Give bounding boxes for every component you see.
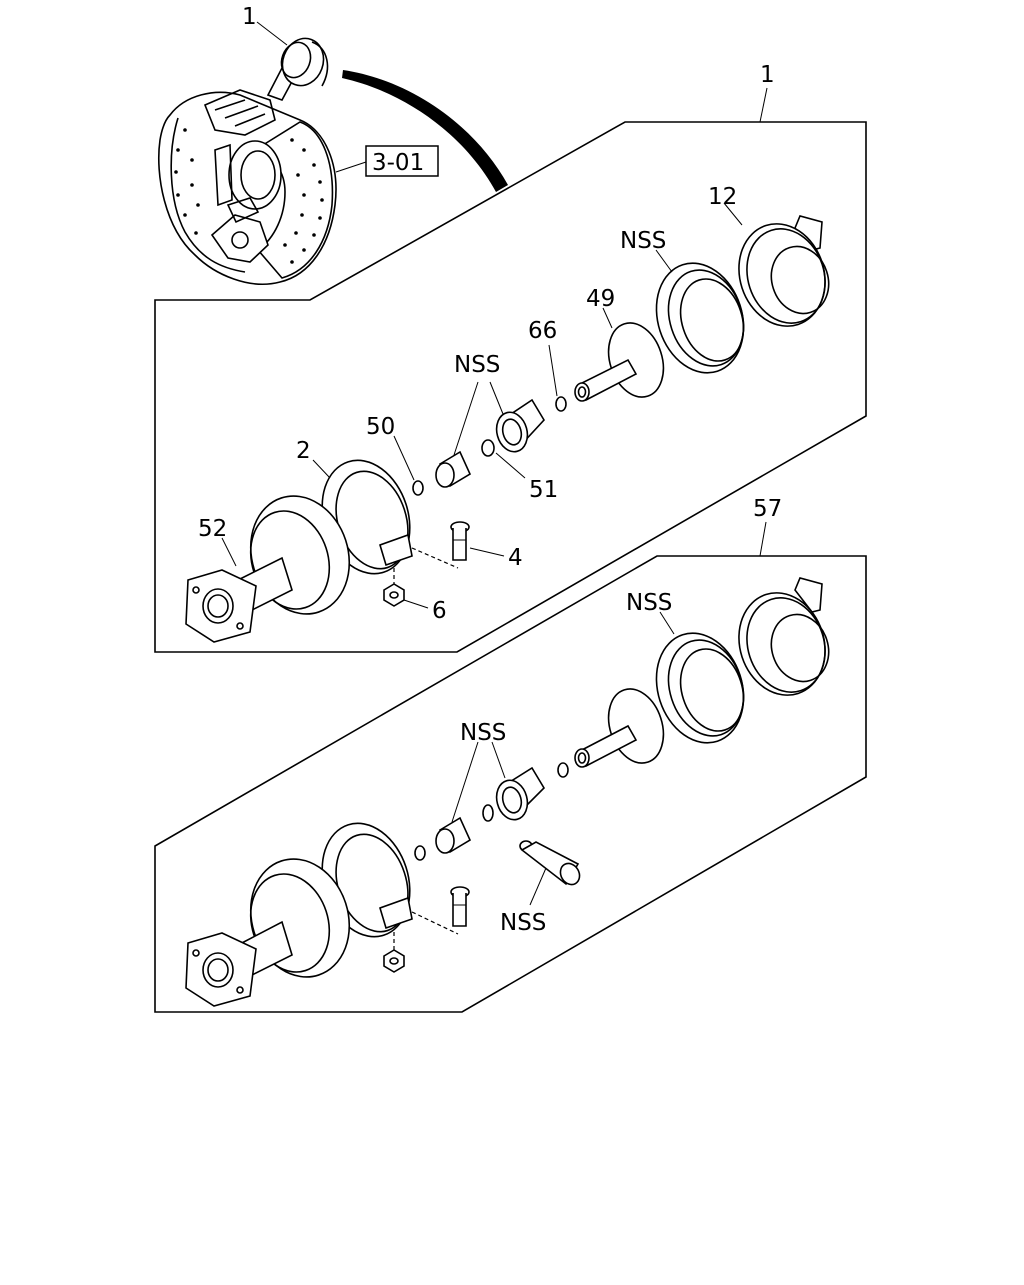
part-4-bolt [450,521,470,561]
bottom-bolt [450,886,470,927]
callout-66: 66 [528,318,557,344]
bottom-housing [738,577,830,696]
callout-nss-top-ring: NSS [620,228,666,254]
bottom-pushrod-plate [574,688,665,768]
part-50-washer [412,480,424,496]
callout-52: 52 [198,516,227,542]
part-52-chamber [185,495,351,643]
callout-6: 6 [432,598,447,624]
callout-nss-bottom-ring: NSS [626,590,672,616]
nss-boot-bottom [495,766,546,821]
callout-2: 2 [296,438,311,464]
bottom-washer-a [557,762,569,778]
assembly-top-frame [154,121,867,653]
detail-swoosh-arrow [342,70,508,192]
assembly-bottom-leader [759,521,767,557]
part-49-pushrod-plate [574,322,665,402]
callout-50: 50 [366,414,395,440]
nss-bushing-bottom [435,816,472,854]
nss-ring-top [655,262,745,374]
callout-4: 4 [508,545,523,571]
ref-leader [335,161,367,173]
assembly-bottom-frame [154,555,867,1013]
callout-nss-top-boot: NSS [454,352,500,378]
callout-nss-bottom-plug: NSS [500,910,546,936]
assembly-top-leader [759,87,768,123]
brake-callout-label: 1 [242,4,257,30]
ref-box-label: 3-01 [372,150,424,176]
part-6-nut [383,583,405,607]
callout-12: 12 [708,184,737,210]
bottom-ring [482,804,494,822]
part-66-washer [555,396,567,412]
bottom-chamber [185,858,351,1007]
ref-box [365,145,439,177]
part-12-housing [738,215,830,327]
nss-ring-bottom [655,632,745,744]
brake-assembly-illustration [157,37,337,285]
bottom-washer-b [414,845,426,861]
callout-nss-bottom-boot: NSS [460,720,506,746]
assembly-top-callout: 1 [760,62,775,88]
nss-bushing-top [435,450,472,488]
part-51-ring [481,439,495,457]
assembly-bottom-callout: 57 [753,496,782,522]
nss-boot-top [495,398,545,453]
nss-plug-bottom [519,840,581,886]
callout-49: 49 [586,286,615,312]
bottom-nut [383,949,405,973]
callout-51: 51 [529,477,558,503]
brake-callout-leader [256,21,288,46]
